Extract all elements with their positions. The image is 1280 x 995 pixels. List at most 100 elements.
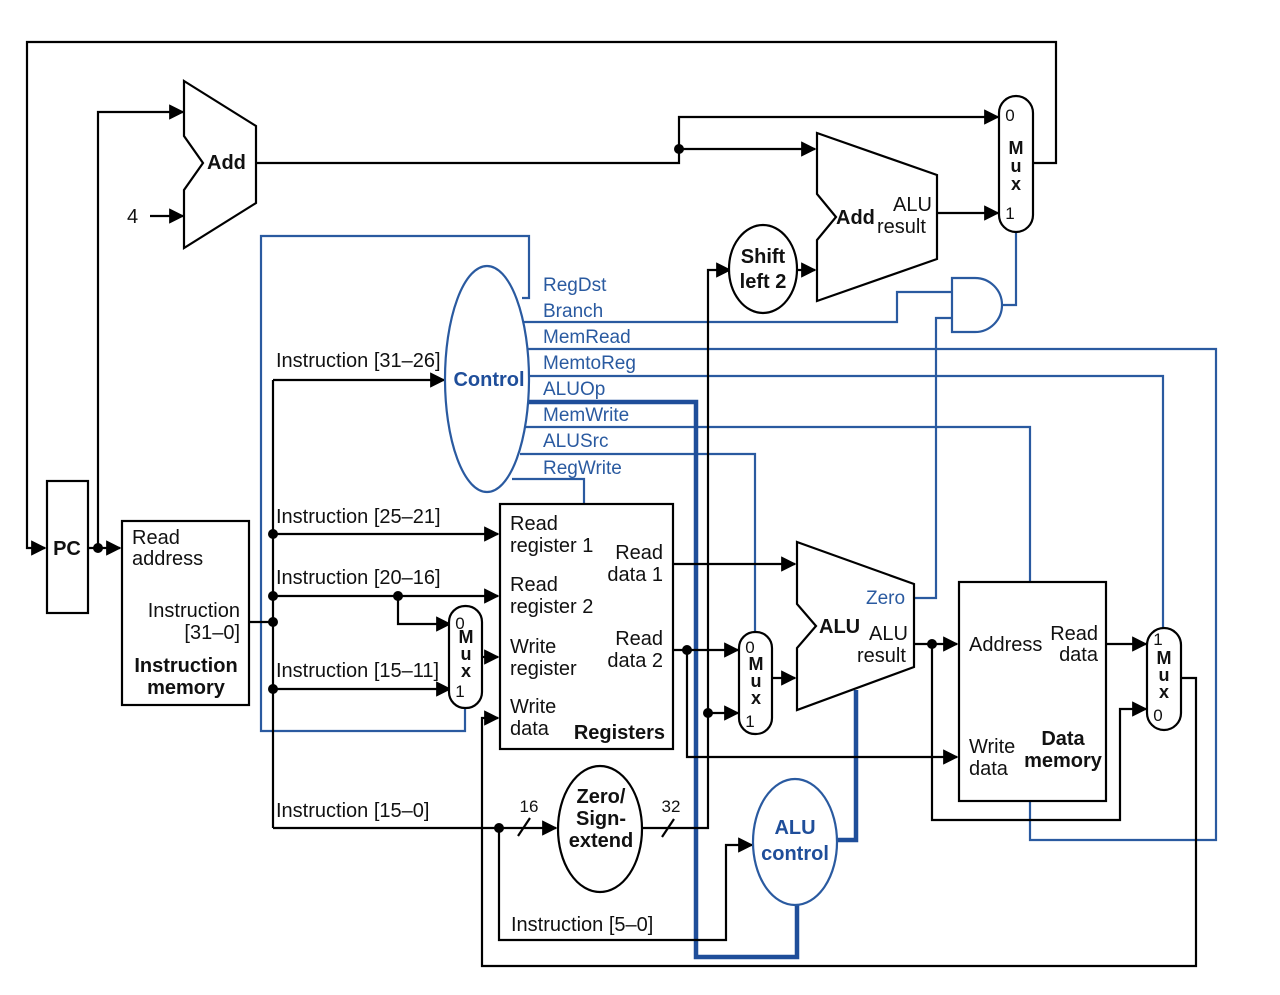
svg-text:u: u — [1011, 156, 1022, 176]
register-file: Read register 1 Read register 2 Write re… — [498, 502, 675, 751]
reg-read-reg2-line1: Read — [510, 574, 558, 596]
control-unit: Control — [443, 264, 531, 494]
alu-result-line2: result — [857, 645, 906, 667]
imem-read-address-line1: Read — [132, 527, 180, 549]
field-rs: Instruction [25–21] — [276, 506, 441, 528]
svg-text:M: M — [749, 654, 764, 674]
svg-text:u: u — [751, 671, 762, 691]
field-imm: Instruction [15–0] — [276, 800, 429, 822]
svg-text:M: M — [1009, 138, 1024, 158]
alu-control-line1: ALU — [774, 817, 815, 839]
signal-regdst: RegDst — [543, 275, 607, 296]
instruction-memory: Read address Instruction [31–0] Instruct… — [120, 519, 251, 707]
alu-control: ALU control — [751, 777, 839, 907]
field-rd: Instruction [15–11] — [276, 660, 439, 682]
pc-src-mux: 0 M u x 1 — [997, 94, 1035, 234]
mem-to-reg-mux-input-0: 0 — [1153, 706, 1162, 725]
main-alu: ALU Zero ALU result — [795, 540, 916, 712]
alu-zero-label: Zero — [866, 588, 905, 609]
dmem-title-line2: memory — [1024, 750, 1103, 772]
svg-text:u: u — [1159, 665, 1170, 685]
sign-extend-line3: extend — [569, 830, 633, 852]
reg-read-reg1-line1: Read — [510, 513, 558, 535]
branch-adder-label: Add — [836, 207, 875, 229]
reg-read-reg2-line2: register 2 — [510, 596, 593, 618]
dmem-address: Address — [969, 634, 1042, 656]
sign-extend: Zero/ Sign- extend 16 32 — [520, 764, 681, 894]
reg-write-reg-line1: Write — [510, 636, 556, 658]
branch-and-gate — [950, 276, 1004, 334]
svg-text:x: x — [461, 661, 471, 681]
signal-memwrite: MemWrite — [543, 405, 629, 426]
reg-read-data2-line1: Read — [615, 628, 663, 650]
signal-regwrite: RegWrite — [543, 458, 622, 479]
sign-extend-out-width: 32 — [662, 797, 681, 816]
branch-adder: Add ALU result — [815, 131, 939, 303]
alu-control-line2: control — [761, 843, 829, 865]
control-label: Control — [453, 369, 524, 391]
constant-four: 4 — [127, 206, 138, 228]
pc-adder: Add 4 — [127, 79, 258, 250]
mem-to-reg-mux: 1 M u x 0 — [1145, 626, 1183, 732]
svg-text:x: x — [1011, 174, 1021, 194]
control-signal-labels: RegDst Branch MemRead MemtoReg ALUOp Mem… — [543, 275, 636, 479]
reg-dst-mux-input-1: 1 — [455, 682, 464, 701]
alu-result-line1: ALU — [869, 623, 908, 645]
reg-read-data1-line1: Read — [615, 542, 663, 564]
alu-src-mux-input-0: 0 — [745, 638, 754, 657]
sign-extend-line1: Zero/ — [577, 786, 626, 808]
control-wires — [259, 232, 1218, 842]
pc-src-mux-input-1: 1 — [1005, 204, 1014, 223]
signal-aluop: ALUOp — [543, 379, 605, 400]
reg-read-reg1-line2: register 1 — [510, 535, 593, 557]
instruction-field-labels: Instruction [31–26] Instruction [25–21] … — [276, 350, 653, 936]
reg-read-data2-line2: data 2 — [607, 650, 663, 672]
field-rt: Instruction [20–16] — [276, 567, 441, 589]
svg-text:M: M — [459, 627, 474, 647]
field-opcode: Instruction [31–26] — [276, 350, 441, 372]
signal-branch: Branch — [543, 301, 603, 322]
shift-left-2: Shift left 2 — [727, 223, 799, 315]
sign-extend-in-width: 16 — [520, 797, 539, 816]
branch-adder-result-line1: ALU — [893, 194, 932, 216]
reg-dst-mux-input-0: 0 — [455, 614, 464, 633]
imem-read-address-line2: address — [132, 548, 203, 570]
field-funct: Instruction [5–0] — [511, 914, 653, 936]
dmem-write-data-line2: data — [969, 758, 1009, 780]
pc-register: PC — [45, 479, 90, 615]
shift-left-line2: left 2 — [740, 271, 787, 293]
svg-text:x: x — [1159, 682, 1169, 702]
alu-src-mux-input-1: 1 — [745, 712, 754, 731]
mem-to-reg-mux-input-1: 1 — [1153, 630, 1162, 649]
dmem-title-line1: Data — [1041, 728, 1085, 750]
datapath-wires — [25, 40, 1198, 968]
data-memory: Address Read data Write data Data memory — [957, 580, 1108, 803]
pc-label: PC — [53, 538, 81, 560]
signal-alusrc: ALUSrc — [543, 431, 608, 452]
dmem-write-data-line1: Write — [969, 736, 1015, 758]
reg-write-data-line2: data — [510, 718, 550, 740]
dmem-read-data-line2: data — [1059, 644, 1099, 666]
pc-src-mux-input-0: 0 — [1005, 106, 1014, 125]
dmem-read-data-line1: Read — [1050, 623, 1098, 645]
pc-adder-label: Add — [207, 152, 246, 174]
aluop-bus — [523, 399, 859, 960]
registers-title: Registers — [574, 722, 665, 744]
junction-dots — [93, 144, 937, 833]
reg-write-reg-line2: register — [510, 658, 577, 680]
imem-title-line2: memory — [147, 677, 226, 699]
svg-text:u: u — [461, 644, 472, 664]
sign-extend-line2: Sign- — [576, 808, 626, 830]
svg-text:M: M — [1157, 648, 1172, 668]
signal-memtoreg: MemtoReg — [543, 353, 636, 374]
signal-memread: MemRead — [543, 327, 631, 348]
reg-write-data-line1: Write — [510, 696, 556, 718]
imem-title-line1: Instruction — [134, 655, 237, 677]
reg-dst-mux: 0 M u x 1 — [447, 604, 484, 710]
imem-instruction-line2: [31–0] — [184, 622, 240, 644]
branch-adder-result-line2: result — [877, 216, 926, 238]
shift-left-line1: Shift — [741, 246, 786, 268]
svg-text:x: x — [751, 688, 761, 708]
alu-src-mux: 0 M u x 1 — [737, 630, 774, 736]
